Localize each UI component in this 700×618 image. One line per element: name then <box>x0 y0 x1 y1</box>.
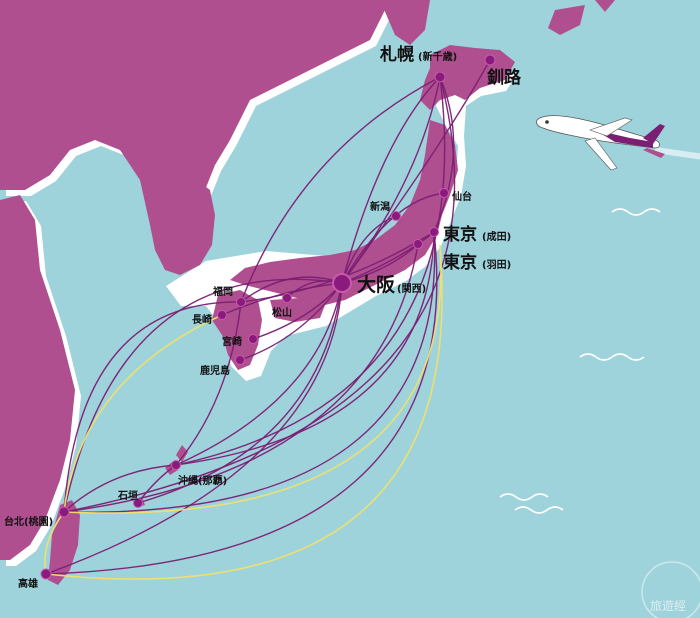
city-dot-kagoshima <box>235 355 245 365</box>
label-taipei: 台北(桃園) <box>4 515 53 528</box>
hub-dot-osaka <box>332 273 352 293</box>
route-osaka-narita <box>341 231 435 284</box>
city-dot-miyazaki <box>248 334 258 344</box>
route-narita-okinawa <box>175 231 435 466</box>
label-sapporo: 札幌 <box>379 44 414 65</box>
labels: 札幌 (新千歳) 釧路 仙台 新潟 東京 (成田) 東京 (羽田) 大阪 (関西… <box>4 44 522 590</box>
watermark: 旅遊經 <box>641 561 700 618</box>
label-ishigaki: 石垣 <box>117 489 138 502</box>
city-dot-niigata <box>391 211 401 221</box>
city-dot-ishigaki <box>133 498 143 508</box>
label-matsuyama: 松山 <box>272 306 292 319</box>
label-kaohsiung: 高雄 <box>18 577 38 590</box>
label-sendai: 仙台 <box>452 190 472 203</box>
route-osaka-kushiro <box>341 59 491 284</box>
label-nagasaki: 長崎 <box>192 313 212 326</box>
waves <box>499 208 661 514</box>
route-osaka-niigata <box>341 215 397 284</box>
routes <box>44 59 491 580</box>
route-fukuoka-okinawa <box>175 301 242 466</box>
route-fukuoka-taipei <box>63 301 242 513</box>
route-osaka-miyazaki <box>252 282 343 340</box>
airplane-icon <box>536 115 700 171</box>
land <box>0 0 615 585</box>
route-narita-taipei <box>63 231 436 513</box>
route-alt-haneda-taipei <box>63 244 442 514</box>
route-alt-haneda-kaohsiung <box>45 249 443 580</box>
route-alt-nagasaki-taipei <box>63 314 223 513</box>
label-fukuoka: 福岡 <box>212 285 233 298</box>
cities <box>40 54 496 580</box>
label-narita-sub: (成田) <box>482 230 511 243</box>
route-sapporo-taipei <box>63 76 456 513</box>
label-okinawa: 沖縄(那覇) <box>178 474 227 487</box>
city-dot-narita <box>429 227 439 237</box>
route-osaka-nagasaki <box>221 282 343 316</box>
city-dot-haneda <box>413 239 423 249</box>
label-haneda-sub: (羽田) <box>482 259 511 271</box>
route-narita-kaohsiung <box>45 231 438 575</box>
label-narita: 東京 <box>443 224 477 245</box>
route-sapporo-okinawa <box>175 76 446 466</box>
route-okinawa-taipei <box>63 464 177 513</box>
city-dot-taipei <box>58 506 70 518</box>
route-osaka-sapporo <box>341 76 441 284</box>
label-haneda: 東京 <box>443 252 477 273</box>
label-kushiro: 釧路 <box>487 67 522 88</box>
city-dot-sendai <box>439 188 449 198</box>
city-dot-kushiro <box>484 54 496 66</box>
route-osaka-sendai <box>341 192 445 284</box>
route-osaka-kagoshima <box>239 282 343 361</box>
label-osaka: 大阪 <box>357 273 396 296</box>
city-dot-matsuyama <box>282 293 292 303</box>
label-kagoshima: 鹿児島 <box>200 364 230 377</box>
city-dot-okinawa <box>171 460 181 470</box>
city-dot-sapporo <box>434 71 446 83</box>
city-dot-nagasaki <box>217 310 227 320</box>
city-dot-fukuoka <box>236 297 246 307</box>
city-dot-kaohsiung <box>40 568 52 580</box>
route-osaka-kaohsiung <box>45 282 343 575</box>
route-haneda-taipei <box>63 243 419 513</box>
label-osaka-sub: (関西) <box>397 283 426 295</box>
route-osaka-okinawa <box>175 282 343 466</box>
label-sapporo-sub: (新千歳) <box>418 50 457 63</box>
label-niigata: 新潟 <box>370 200 390 213</box>
route-sapporo-fukuoka <box>240 76 441 303</box>
watermark-text: 旅遊經 <box>650 598 686 613</box>
label-miyazaki: 宮崎 <box>222 335 242 348</box>
